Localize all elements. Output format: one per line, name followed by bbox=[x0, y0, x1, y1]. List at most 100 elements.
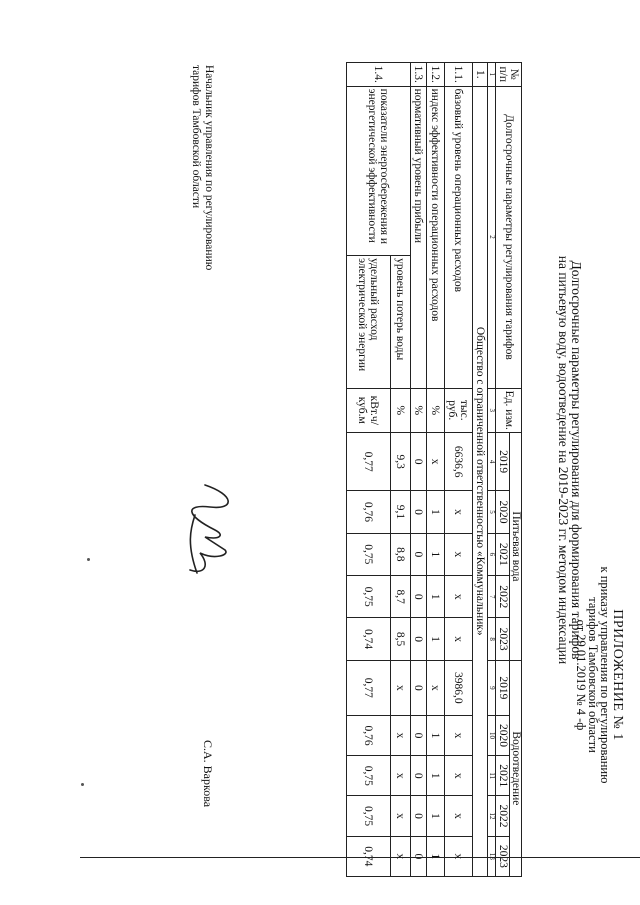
water-value: 8,8 bbox=[390, 533, 411, 576]
water-value: 0 bbox=[410, 617, 427, 661]
drain-value: x bbox=[390, 755, 411, 796]
position-line-2: тарифов Тамбовской области bbox=[190, 65, 202, 209]
drain-value: 0,76 bbox=[346, 715, 391, 756]
col-index: 8 bbox=[487, 617, 496, 661]
row-param: нормативный уровень прибыли bbox=[410, 86, 427, 389]
appendix-line-1: к приказу управления по регулированию bbox=[598, 566, 612, 784]
row-param: индекс эффективности операционных расход… bbox=[426, 86, 445, 389]
water-value: 1 bbox=[426, 490, 445, 534]
row-unit: тыс. руб. bbox=[444, 388, 473, 433]
water-value: 0,76 bbox=[346, 490, 391, 534]
col-index: 9 bbox=[487, 660, 496, 716]
header-drain: Водоотведение bbox=[509, 660, 522, 877]
signatory-position: Начальник управления по регулированию та… bbox=[189, 65, 215, 270]
drain-value: x bbox=[426, 660, 445, 716]
header-unit: Ед. изм. bbox=[495, 388, 522, 433]
drain-value: 0,75 bbox=[346, 755, 391, 796]
scan-speck bbox=[81, 783, 84, 786]
water-value: 1 bbox=[426, 533, 445, 576]
water-value: 0 bbox=[410, 533, 427, 576]
year-header: 2019 bbox=[495, 432, 510, 491]
water-value: 8,7 bbox=[390, 575, 411, 618]
drain-value: x bbox=[444, 715, 473, 756]
row-unit: кВт.ч/ куб.м bbox=[346, 388, 391, 433]
year-header: 2021 bbox=[495, 755, 510, 796]
col-index: 1 bbox=[487, 62, 496, 87]
sub-param: удельный расход электрической энергии bbox=[346, 255, 391, 389]
drain-value: 0 bbox=[410, 715, 427, 756]
column-index-row: 1 2 3 4 5 6 7 8 9 10 11 12 13 bbox=[487, 62, 496, 877]
water-value: 6636,6 bbox=[444, 432, 473, 491]
drain-value: x bbox=[390, 660, 411, 716]
bottom-border-line bbox=[80, 857, 640, 858]
water-value: 0,75 bbox=[346, 533, 391, 576]
drain-value: 0 bbox=[410, 795, 427, 837]
water-value: 0 bbox=[410, 575, 427, 618]
year-header: 2019 bbox=[495, 660, 510, 716]
water-value: 0 bbox=[410, 490, 427, 534]
position-line-1: Начальник управления по регулированию bbox=[203, 65, 215, 271]
row-num: 1.4. bbox=[346, 62, 411, 87]
parameters-table: № п/п Долгосрочные параметры регулирован… bbox=[346, 62, 522, 877]
title-line-2: на питьевую воду, водоотведение на 2019-… bbox=[556, 255, 571, 665]
drain-value: 1 bbox=[426, 755, 445, 796]
org-row: 1. Общество с ограниченной ответственнос… bbox=[472, 62, 488, 877]
drain-value: 0 bbox=[410, 660, 427, 716]
drain-value: 0,75 bbox=[346, 795, 391, 837]
drain-value: 1 bbox=[426, 795, 445, 837]
year-header: 2020 bbox=[495, 490, 510, 534]
water-value: 0 bbox=[410, 432, 427, 491]
col-index: 10 bbox=[487, 715, 496, 756]
drain-value: x bbox=[444, 795, 473, 837]
year-header: 2022 bbox=[495, 795, 510, 837]
row-unit: % bbox=[410, 388, 427, 433]
row-unit: % bbox=[390, 388, 411, 433]
appendix-heading: ПРИЛОЖЕНИЕ № 1 bbox=[610, 609, 625, 741]
drain-value: x bbox=[390, 715, 411, 756]
header-param: Долгосрочные параметры регулирования тар… bbox=[495, 86, 522, 389]
header-num: № п/п bbox=[495, 62, 522, 87]
year-header: 2023 bbox=[495, 617, 510, 661]
water-value: x bbox=[444, 575, 473, 618]
water-value: x bbox=[444, 617, 473, 661]
water-value: 0,77 bbox=[346, 432, 391, 491]
col-index: 6 bbox=[487, 533, 496, 576]
year-header: 2020 bbox=[495, 715, 510, 756]
water-value: x bbox=[426, 432, 445, 491]
handwritten-signature bbox=[189, 484, 229, 574]
water-value: x bbox=[444, 533, 473, 576]
water-value: 9,3 bbox=[390, 432, 411, 491]
year-header: 2022 bbox=[495, 575, 510, 618]
row-param: базовый уровень операционных расходов bbox=[444, 86, 473, 389]
water-value: 1 bbox=[426, 575, 445, 618]
col-index: 3 bbox=[487, 388, 496, 433]
col-index: 7 bbox=[487, 575, 496, 618]
drain-value: 0 bbox=[410, 755, 427, 796]
document-title: Долгосрочные параметры регулирования для… bbox=[556, 110, 584, 810]
table-row: 1.1. базовый уровень операционных расход… bbox=[444, 62, 473, 877]
water-value: 8,5 bbox=[390, 617, 411, 661]
signatory-name: С.А. Варкова bbox=[201, 740, 215, 808]
water-value: 0,75 bbox=[346, 575, 391, 618]
row-num: 1.1. bbox=[444, 62, 473, 87]
water-value: 1 bbox=[426, 617, 445, 661]
org-num: 1. bbox=[472, 62, 488, 87]
drain-value: 0,77 bbox=[346, 660, 391, 716]
sub-param: уровень потерь воды bbox=[390, 255, 411, 389]
water-value: 9,1 bbox=[390, 490, 411, 534]
header-water: Питьевая вода bbox=[509, 432, 522, 661]
col-index: 2 bbox=[487, 86, 496, 389]
col-index: 11 bbox=[487, 755, 496, 796]
drain-value: x bbox=[390, 795, 411, 837]
scan-speck bbox=[87, 558, 90, 561]
drain-value: x bbox=[444, 755, 473, 796]
drain-value: 3986,0 bbox=[444, 660, 473, 716]
table-row: 1.4. показатели энергосбережения и энерг… bbox=[346, 62, 411, 877]
drain-value: 1 bbox=[426, 715, 445, 756]
water-value: x bbox=[444, 490, 473, 534]
table-row: 1.3. нормативный уровень прибыли % 0 0 0… bbox=[410, 62, 427, 877]
water-value: 0,74 bbox=[346, 617, 391, 661]
col-index: 4 bbox=[487, 432, 496, 491]
org-name: Общество с ограниченной ответственностью… bbox=[472, 86, 488, 877]
